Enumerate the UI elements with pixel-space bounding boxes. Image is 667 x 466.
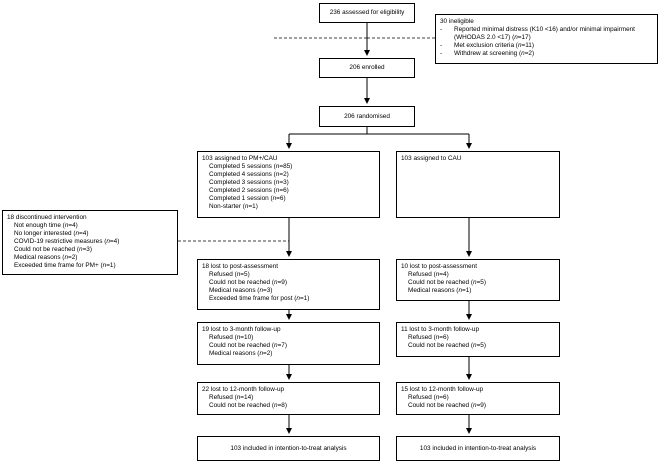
cau-itt-box: 103 included in intention-to-treat analy… bbox=[396, 436, 560, 461]
cau-arm-title: 103 assigned to CAU bbox=[401, 155, 462, 162]
cau-12m-item: Could not be reached (n=9) bbox=[408, 402, 486, 409]
cau-12m-box: 15 lost to 12-month follow-up Refused (n… bbox=[396, 382, 560, 415]
discontinued-item: Could not be reached (n=3) bbox=[14, 246, 92, 253]
cau-post-box: 10 lost to post-assessment Refused (n=4)… bbox=[396, 259, 560, 301]
cau-post-item: Medical reasons (n=1) bbox=[408, 287, 472, 294]
ineligible-box: 30 ineligible - Reported minimal distres… bbox=[435, 14, 658, 64]
pm-arm-item: Completed 4 sessions (n=2) bbox=[209, 171, 289, 178]
pm-post-title: 18 lost to post-assessment bbox=[202, 263, 279, 270]
pm-arm-item: Non-starter (n=1) bbox=[209, 203, 258, 210]
pm-12m-title: 22 lost to 12-month follow-up bbox=[202, 386, 285, 393]
pm-12m-box: 22 lost to 12-month follow-up Refused (n… bbox=[197, 382, 380, 415]
randomised-label: 206 randomised bbox=[344, 112, 390, 120]
discontinued-item: COVID-19 restrictive measures (n=4) bbox=[14, 238, 120, 245]
pm-12m-item: Refused (n=14) bbox=[209, 394, 254, 401]
cau-3m-box: 11 lost to 3-month follow-up Refused (n=… bbox=[396, 322, 560, 357]
ineligible-item: - Withdrew at screening (n=2) bbox=[440, 50, 535, 57]
cau-12m-item: Refused (n=6) bbox=[408, 394, 449, 401]
discontinued-item: Medical reasons (n=2) bbox=[14, 254, 78, 261]
cau-3m-item: Could not be reached (n=5) bbox=[408, 342, 486, 349]
pm-post-item: Exceeded time frame for post (n=1) bbox=[209, 295, 310, 302]
pm-post-box: 18 lost to post-assessment Refused (n=5)… bbox=[197, 259, 380, 310]
assessed-box: 236 assessed for eligibility bbox=[319, 3, 415, 23]
ineligible-title: 30 ineligible bbox=[440, 18, 474, 25]
discontinued-item: Exceeded time frame for PM+ (n=1) bbox=[14, 262, 116, 269]
cau-12m-title: 15 lost to 12-month follow-up bbox=[401, 386, 484, 393]
bullet: - bbox=[440, 50, 443, 57]
cau-arm-box: 103 assigned to CAU bbox=[396, 151, 560, 218]
pm-3m-item: Could not be reached (n=7) bbox=[209, 342, 287, 349]
enrolled-label: 206 enrolled bbox=[349, 64, 385, 71]
bullet: - bbox=[440, 26, 443, 33]
cau-post-item: Could not be reached (n=5) bbox=[408, 279, 486, 286]
discontinued-title: 18 discontinued intervention bbox=[7, 214, 87, 221]
ineligible-item: - Reported minimal distress (K10 <16) an… bbox=[440, 26, 635, 41]
cau-post-title: 10 lost to post-assessment bbox=[401, 263, 478, 270]
pm-post-item: Could not be reached (n=9) bbox=[209, 279, 287, 286]
pm-12m-item: Could not be reached (n=8) bbox=[209, 402, 287, 409]
pm-itt-box: 103 included in intention-to-treat analy… bbox=[197, 436, 380, 461]
pm-arm-title: 103 assigned to PM+/CAU bbox=[202, 155, 278, 162]
assessed-label: 236 assessed for eligibility bbox=[329, 9, 405, 16]
discontinued-box: 18 discontinued intervention Not enough … bbox=[2, 210, 178, 275]
ineligible-item: - Met exclusion criteria (n=11) bbox=[440, 42, 534, 49]
pm-3m-box: 19 lost to 3-month follow-up Refused (n=… bbox=[197, 322, 380, 365]
pm-3m-item: Refused (n=10) bbox=[209, 334, 254, 341]
cau-3m-item: Refused (n=6) bbox=[408, 334, 449, 341]
bullet: - bbox=[440, 42, 443, 49]
cau-post-item: Refused (n=4) bbox=[408, 271, 449, 278]
pm-3m-title: 19 lost to 3-month follow-up bbox=[202, 326, 281, 333]
discontinued-item: Not enough time (n=4) bbox=[14, 222, 78, 229]
randomised-box: 206 randomised bbox=[319, 106, 415, 127]
pm-post-item: Refused (n=5) bbox=[209, 271, 250, 278]
pm-arm-item: Completed 5 sessions (n=85) bbox=[209, 163, 293, 170]
enrolled-box: 206 enrolled bbox=[319, 58, 415, 78]
pm-3m-item: Medical reasons (n=2) bbox=[209, 350, 273, 357]
pm-arm-item: Completed 3 sessions (n=3) bbox=[209, 179, 289, 186]
pm-arm-item: Completed 2 sessions (n=6) bbox=[209, 187, 289, 194]
pm-arm-item: Completed 1 session (n=6) bbox=[209, 195, 286, 202]
pm-post-item: Medical reasons (n=3) bbox=[209, 287, 273, 294]
cau-itt-label: 103 included in intention-to-treat analy… bbox=[419, 444, 537, 452]
pm-itt-label: 103 included in intention-to-treat analy… bbox=[230, 444, 347, 452]
pm-arm-box: 103 assigned to PM+/CAU Completed 5 sess… bbox=[197, 151, 380, 218]
discontinued-item: No longer interested (n=4) bbox=[14, 230, 89, 237]
cau-3m-title: 11 lost to 3-month follow-up bbox=[401, 326, 480, 333]
